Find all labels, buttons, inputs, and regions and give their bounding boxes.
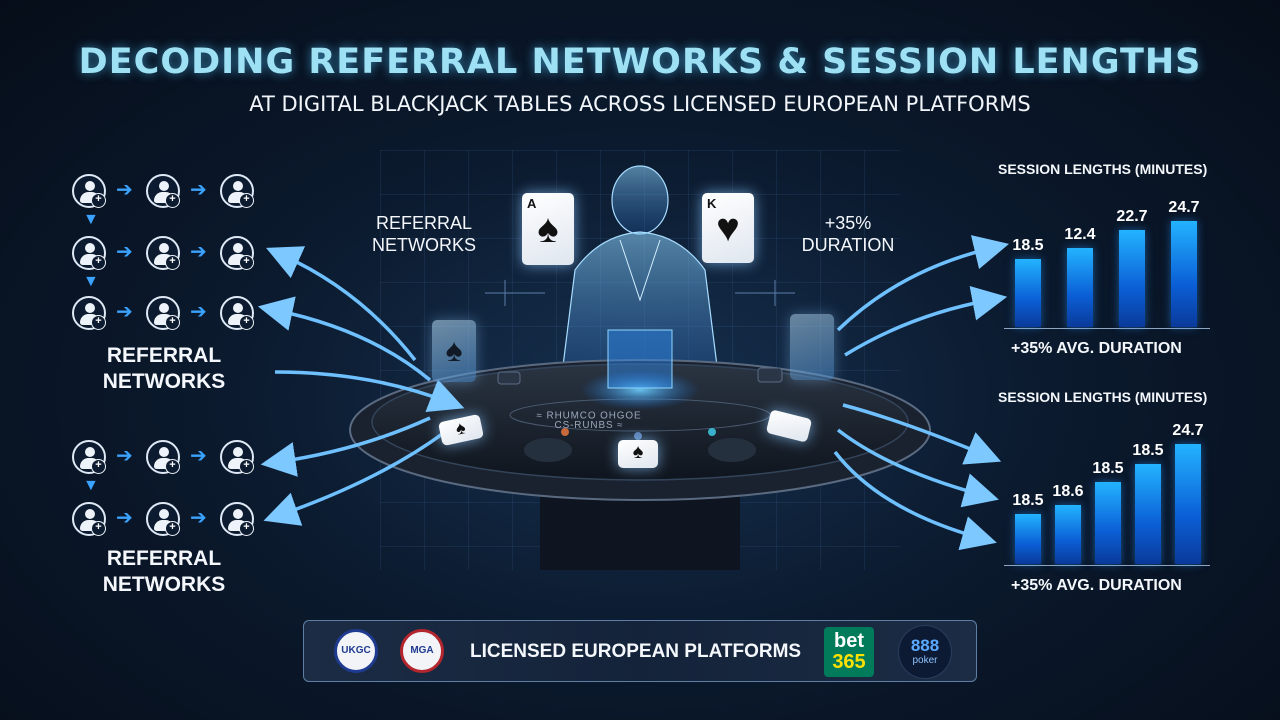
- user-add-icon: +: [220, 502, 254, 536]
- chart-bar: [1055, 505, 1081, 564]
- user-add-icon: +: [220, 296, 254, 330]
- arrow-down-icon: ▼: [83, 211, 99, 228]
- chart-bar-label: 18.5: [1132, 442, 1164, 459]
- dealer-hologram: [559, 165, 721, 391]
- chart-bar-label: 22.7: [1116, 208, 1148, 225]
- user-add-icon: +: [220, 440, 254, 474]
- chart-top-axis: [1004, 328, 1210, 329]
- center-label-referral: REFERRAL NETWORKS: [371, 213, 476, 255]
- referral-label-top: REFERRAL NETWORKS: [102, 344, 226, 393]
- arrow-right-icon: ➔: [116, 179, 133, 201]
- referral-network-bottom: + ➔ + ➔ + ▼ + ➔ + ➔ +: [72, 440, 262, 540]
- arrow-right-icon: ➔: [116, 301, 133, 323]
- center-label-duration: +35% DURATION: [801, 213, 895, 255]
- 888poker-logo: 888 poker: [898, 625, 952, 679]
- chart-bar: [1175, 444, 1201, 564]
- chart-bar: [1067, 248, 1093, 327]
- chart-bar: [1015, 259, 1041, 327]
- table-felt-text: ≈ RHUMCO OHGOE CS-RUNBS ≈: [536, 410, 642, 431]
- user-add-icon: +: [146, 296, 180, 330]
- table-card-center: ♠: [618, 440, 658, 468]
- heart-icon: ♥: [716, 206, 740, 250]
- arrow-right-icon: ➔: [116, 445, 133, 467]
- chart-bottom-axis: [1004, 565, 1210, 566]
- chart-bar-label: 18.5: [1092, 460, 1124, 477]
- left-flow-arrows: [257, 246, 465, 526]
- arrow-right-icon: ➔: [190, 445, 207, 467]
- user-add-icon: +: [72, 296, 106, 330]
- 888poker-logo-top: 888: [910, 636, 940, 655]
- arrow-down-icon: ▼: [83, 273, 99, 290]
- hologram-card-right: [790, 314, 834, 380]
- spade-icon: ♠: [632, 441, 644, 463]
- card-index: K: [707, 196, 717, 211]
- blackjack-table: [349, 359, 931, 570]
- page-subtitle: AT DIGITAL BLACKJACK TABLES ACROSS LICEN…: [249, 92, 1031, 116]
- chart-bar-label: 12.4: [1064, 226, 1096, 243]
- chart-top-caption: +35% AVG. DURATION: [1011, 340, 1182, 357]
- ukgc-seal-logo: UKGC: [334, 629, 378, 673]
- chart-bar-label: 24.7: [1168, 199, 1200, 216]
- chart-bar: [1135, 464, 1161, 564]
- user-add-icon: +: [146, 502, 180, 536]
- chart-top-title: SESSION LENGTHS (MINUTES): [998, 161, 1208, 177]
- arrow-right-icon: ➔: [190, 241, 207, 263]
- arrow-down-icon: ▼: [83, 477, 99, 494]
- arrow-right-icon: ➔: [190, 301, 207, 323]
- licensed-platforms-bar: UKGC MGA LICENSED EUROPEAN PLATFORMS bet…: [303, 620, 977, 682]
- 888poker-logo-bottom: poker: [912, 655, 938, 666]
- right-flow-arrows: [833, 235, 1010, 551]
- user-add-icon: +: [72, 440, 106, 474]
- bet365-logo-top: bet: [834, 630, 864, 652]
- chart-bar-label: 18.5: [1012, 492, 1044, 509]
- user-add-icon: +: [72, 502, 106, 536]
- card-index: A: [527, 196, 537, 211]
- user-add-icon: +: [146, 440, 180, 474]
- user-add-icon: +: [146, 174, 180, 208]
- bet365-logo-bottom: 365: [832, 651, 866, 673]
- chart-bar: [1095, 482, 1121, 564]
- arrow-right-icon: ➔: [190, 507, 207, 529]
- bet365-logo: bet 365: [824, 627, 874, 677]
- chart-bottom-title: SESSION LENGTHS (MINUTES): [998, 389, 1208, 405]
- mga-logo-text: MGA: [410, 645, 434, 656]
- spade-icon: ♠: [445, 332, 463, 368]
- page-title: DECODING REFERRAL NETWORKS & SESSION LEN…: [78, 42, 1202, 82]
- chart-bar: [1119, 230, 1145, 327]
- spade-icon: ♠: [537, 207, 559, 251]
- ace-of-spades-card: A ♠: [522, 193, 574, 265]
- chart-bar-label: 18.5: [1012, 237, 1044, 254]
- licensed-platforms-label: LICENSED EUROPEAN PLATFORMS: [470, 641, 802, 662]
- king-of-hearts-card: K ♥: [702, 193, 754, 263]
- hologram-card-left: ♠: [432, 320, 476, 382]
- mga-seal-logo: MGA: [400, 629, 444, 673]
- chart-bar: [1015, 514, 1041, 564]
- hologram-chip-stack: [580, 329, 700, 410]
- user-add-icon: +: [220, 236, 254, 270]
- referral-network-top: + ➔ + ➔ + ▼ + ➔ + ➔ + ▼ + ➔ + ➔ +: [72, 174, 262, 334]
- chart-bottom-caption: +35% AVG. DURATION: [1011, 577, 1182, 594]
- chart-bar-label: 18.6: [1052, 483, 1084, 500]
- ukgc-logo-text: UKGC: [341, 645, 371, 656]
- user-add-icon: +: [220, 174, 254, 208]
- user-add-icon: +: [146, 236, 180, 270]
- arrow-right-icon: ➔: [116, 507, 133, 529]
- referral-label-bottom: REFERRAL NETWORKS: [102, 547, 226, 596]
- chart-bar: [1171, 221, 1197, 327]
- decorative-crosshairs: [485, 280, 795, 306]
- chart-bar-label: 24.7: [1172, 422, 1204, 439]
- user-add-icon: +: [72, 174, 106, 208]
- arrow-right-icon: ➔: [190, 179, 207, 201]
- user-add-icon: +: [72, 236, 106, 270]
- arrow-right-icon: ➔: [116, 241, 133, 263]
